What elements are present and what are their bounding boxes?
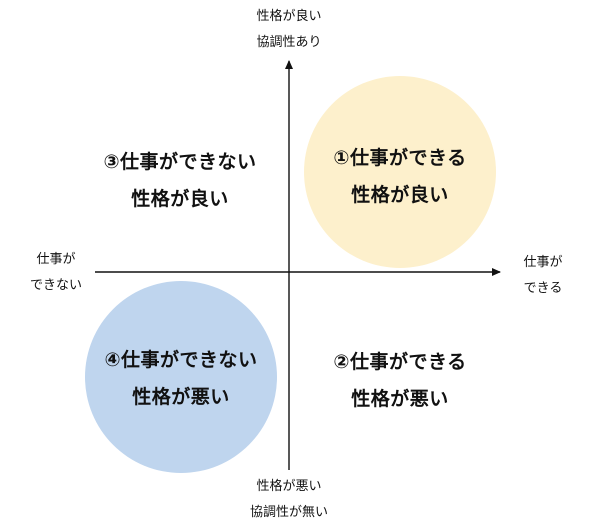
quadrant-1-label: ①仕事ができる 性格が良い xyxy=(300,140,500,214)
quadrant-2-label-line1: ②仕事ができる xyxy=(333,351,467,373)
quadrant-1-label-line1: ①仕事ができる xyxy=(333,147,467,169)
x-axis-right-label-line2: できる xyxy=(523,281,563,296)
y-axis-bottom-label-line1: 性格が悪い xyxy=(256,479,322,494)
quadrant-1-highlight-circle xyxy=(304,76,496,268)
quadrant-4-label: ④仕事ができない 性格が悪い xyxy=(71,342,291,416)
quadrant-1-label-line2: 性格が良い xyxy=(351,184,449,206)
y-axis-bottom-label-line2: 協調性が無い xyxy=(249,505,328,520)
quadrant-3-label-line2: 性格が良い xyxy=(131,188,229,210)
quadrant-4-label-line2: 性格が悪い xyxy=(132,386,230,408)
quadrant-4-label-line1: ④仕事ができない xyxy=(104,349,258,371)
quadrant-2-label-line2: 性格が悪い xyxy=(351,388,449,410)
y-axis-top-label-line1: 性格が良い xyxy=(256,9,322,24)
quadrant-4-highlight-circle xyxy=(85,281,277,473)
quadrant-3-label-line1: ③仕事ができない xyxy=(103,151,257,173)
quadrant-3-label: ③仕事ができない 性格が良い xyxy=(70,144,290,218)
x-axis-left-label-line1: 仕事が xyxy=(36,252,76,267)
x-axis-right-label: 仕事が できる xyxy=(504,250,582,302)
y-axis-bottom-label: 性格が悪い 協調性が無い xyxy=(239,474,339,526)
x-axis-right-label-line1: 仕事が xyxy=(523,255,563,270)
x-axis-left-label-line2: できない xyxy=(29,278,82,293)
quadrant-2-label: ②仕事ができる 性格が悪い xyxy=(300,344,500,418)
y-axis-top-label-line2: 協調性あり xyxy=(256,35,322,50)
x-axis-left-label: 仕事が できない xyxy=(18,247,94,299)
y-axis-top-label: 性格が良い 協調性あり xyxy=(239,4,339,56)
